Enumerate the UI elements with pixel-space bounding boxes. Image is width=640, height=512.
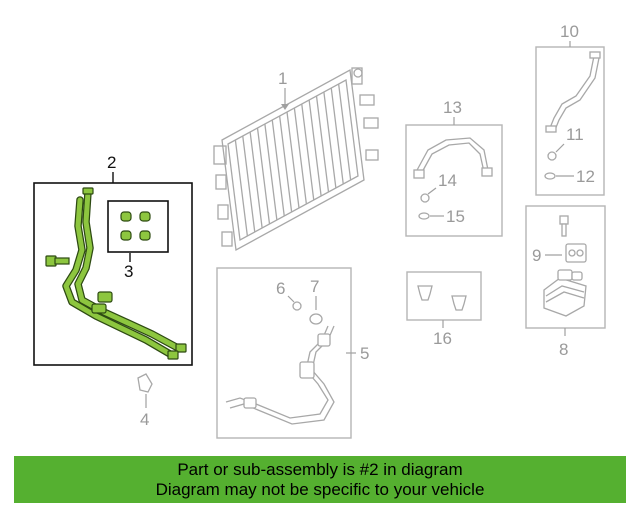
- condenser-fin: [278, 115, 293, 213]
- part-12-seal[interactable]: [544, 172, 556, 180]
- callout-1: 1: [278, 69, 287, 88]
- condenser-fin: [264, 123, 278, 221]
- condenser-fin: [330, 87, 344, 185]
- leader-1-arrow: [281, 104, 289, 110]
- part-10-line[interactable]: [545, 51, 601, 133]
- part-2-bolt[interactable]: [45, 255, 70, 267]
- condenser-fin: [242, 135, 256, 233]
- callout-3: 3: [124, 262, 133, 281]
- part-16-box: [406, 271, 482, 321]
- part-13-line[interactable]: [413, 137, 493, 179]
- banner-line-2: Diagram may not be specific to your vehi…: [155, 480, 485, 499]
- leader-11: [555, 143, 565, 153]
- condenser-fin: [286, 111, 300, 209]
- condenser-fin: [249, 131, 263, 229]
- callout-2: 2: [107, 153, 116, 172]
- part-8-oil-cooler[interactable]: [543, 269, 587, 317]
- part-5-hose-assembly[interactable]: [225, 325, 335, 425]
- callout-6: 6: [276, 279, 285, 298]
- condenser-fin: [337, 83, 352, 181]
- callout-11: 11: [566, 125, 584, 144]
- condenser-fin: [271, 119, 285, 217]
- callout-10: 10: [560, 22, 579, 41]
- part-11-clip[interactable]: [547, 151, 557, 161]
- part-15-seal[interactable]: [418, 212, 430, 220]
- callout-12: 12: [576, 167, 595, 186]
- leader-6: [287, 295, 295, 303]
- part-7-o-ring[interactable]: [309, 313, 323, 325]
- leader-14: [427, 187, 437, 195]
- part-4-bracket[interactable]: [137, 373, 153, 393]
- condenser-fin: [308, 99, 322, 197]
- part-9-adapter[interactable]: [559, 215, 587, 263]
- condenser-fin: [234, 139, 249, 237]
- part-14-clip[interactable]: [420, 193, 430, 203]
- callout-8: 8: [559, 340, 568, 359]
- condenser-fin: [293, 107, 308, 205]
- part-3-box: [107, 200, 169, 253]
- condenser-fin: [256, 127, 271, 225]
- part-16-plugs[interactable]: [417, 285, 467, 311]
- part-3-clips[interactable]: [120, 211, 151, 241]
- condenser-fin: [301, 103, 315, 201]
- callout-16: 16: [433, 329, 452, 348]
- part-6-seal[interactable]: [292, 301, 302, 311]
- condenser-fin: [323, 91, 337, 189]
- callout-7: 7: [310, 277, 319, 296]
- callout-5: 5: [360, 344, 369, 363]
- callout-9: 9: [532, 246, 541, 265]
- part-1-condenser[interactable]: [213, 67, 379, 252]
- banner-line-1: Part or sub-assembly is #2 in diagram: [177, 460, 463, 479]
- callout-4: 4: [140, 410, 149, 429]
- callout-14: 14: [438, 171, 457, 190]
- callout-15: 15: [446, 207, 465, 226]
- condenser-fin: [315, 95, 330, 193]
- callout-13: 13: [443, 98, 462, 117]
- notice-banner: Part or sub-assembly is #2 in diagram Di…: [14, 456, 626, 503]
- part-2-cooler-line[interactable]: [62, 187, 187, 360]
